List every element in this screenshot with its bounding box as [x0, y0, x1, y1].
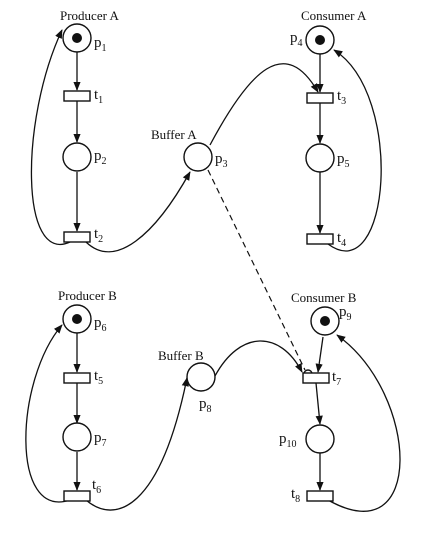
place-p1	[62, 23, 92, 53]
place-p4	[305, 25, 335, 55]
arc-t2-p1	[30, 29, 71, 245]
place-p3	[183, 142, 213, 172]
producer-a-title: Producer A	[60, 8, 119, 23]
buffer-b-title: Buffer B	[158, 348, 204, 363]
transition-t1	[63, 90, 91, 102]
transition-t8	[306, 490, 334, 502]
label-p9: p9	[339, 304, 352, 323]
transition-t4	[306, 233, 334, 245]
arc-t8-p9	[327, 334, 401, 512]
transition-t5	[63, 372, 91, 384]
place-p9	[310, 306, 340, 336]
label-t4: t4	[337, 230, 346, 249]
place-p8	[186, 362, 216, 392]
label-p1: p1	[94, 35, 107, 54]
place-p2	[62, 142, 92, 172]
label-p5: p5	[337, 151, 350, 170]
label-p3: p3	[215, 151, 228, 170]
arc-p9-t7	[315, 336, 324, 373]
token-p6	[72, 314, 82, 324]
label-t1: t1	[94, 87, 103, 106]
label-t5: t5	[94, 368, 103, 387]
place-p7	[62, 422, 92, 452]
arc-t2-p3	[85, 171, 191, 253]
transition-t6	[63, 490, 91, 502]
producer-b-title: Producer B	[58, 288, 117, 303]
arc-p3-t3	[209, 63, 319, 146]
label-t7: t7	[332, 369, 341, 388]
place-p6	[62, 304, 92, 334]
label-p4: p4	[290, 30, 303, 49]
token-p1	[72, 33, 82, 43]
arc-t7-p10	[315, 382, 323, 425]
label-p10: p10	[279, 431, 297, 450]
token-p9	[320, 316, 330, 326]
arc-p8-t7	[214, 340, 303, 377]
transition-t7	[302, 372, 330, 384]
arc-t4-p4	[327, 49, 382, 252]
label-p7: p7	[94, 430, 107, 449]
label-p2: p2	[94, 148, 107, 167]
transition-t3	[306, 92, 334, 104]
buffer-a-title: Buffer A	[151, 127, 197, 142]
label-t2: t2	[94, 226, 103, 245]
place-p10	[305, 424, 335, 454]
consumer-a-title: Consumer A	[301, 8, 367, 23]
place-p5	[305, 143, 335, 173]
inhibitor-arc-p3-t7	[207, 169, 306, 371]
transition-t2	[63, 231, 91, 243]
label-p8: p8	[199, 396, 212, 415]
consumer-b-title: Consumer B	[291, 290, 357, 305]
label-t3: t3	[337, 88, 346, 107]
arc-t6-p6	[25, 324, 71, 503]
label-t8: t8	[291, 486, 300, 505]
arc-t6-p8	[85, 377, 189, 511]
label-t6: t6	[92, 477, 101, 496]
token-p4	[315, 35, 325, 45]
label-p6: p6	[94, 315, 107, 334]
